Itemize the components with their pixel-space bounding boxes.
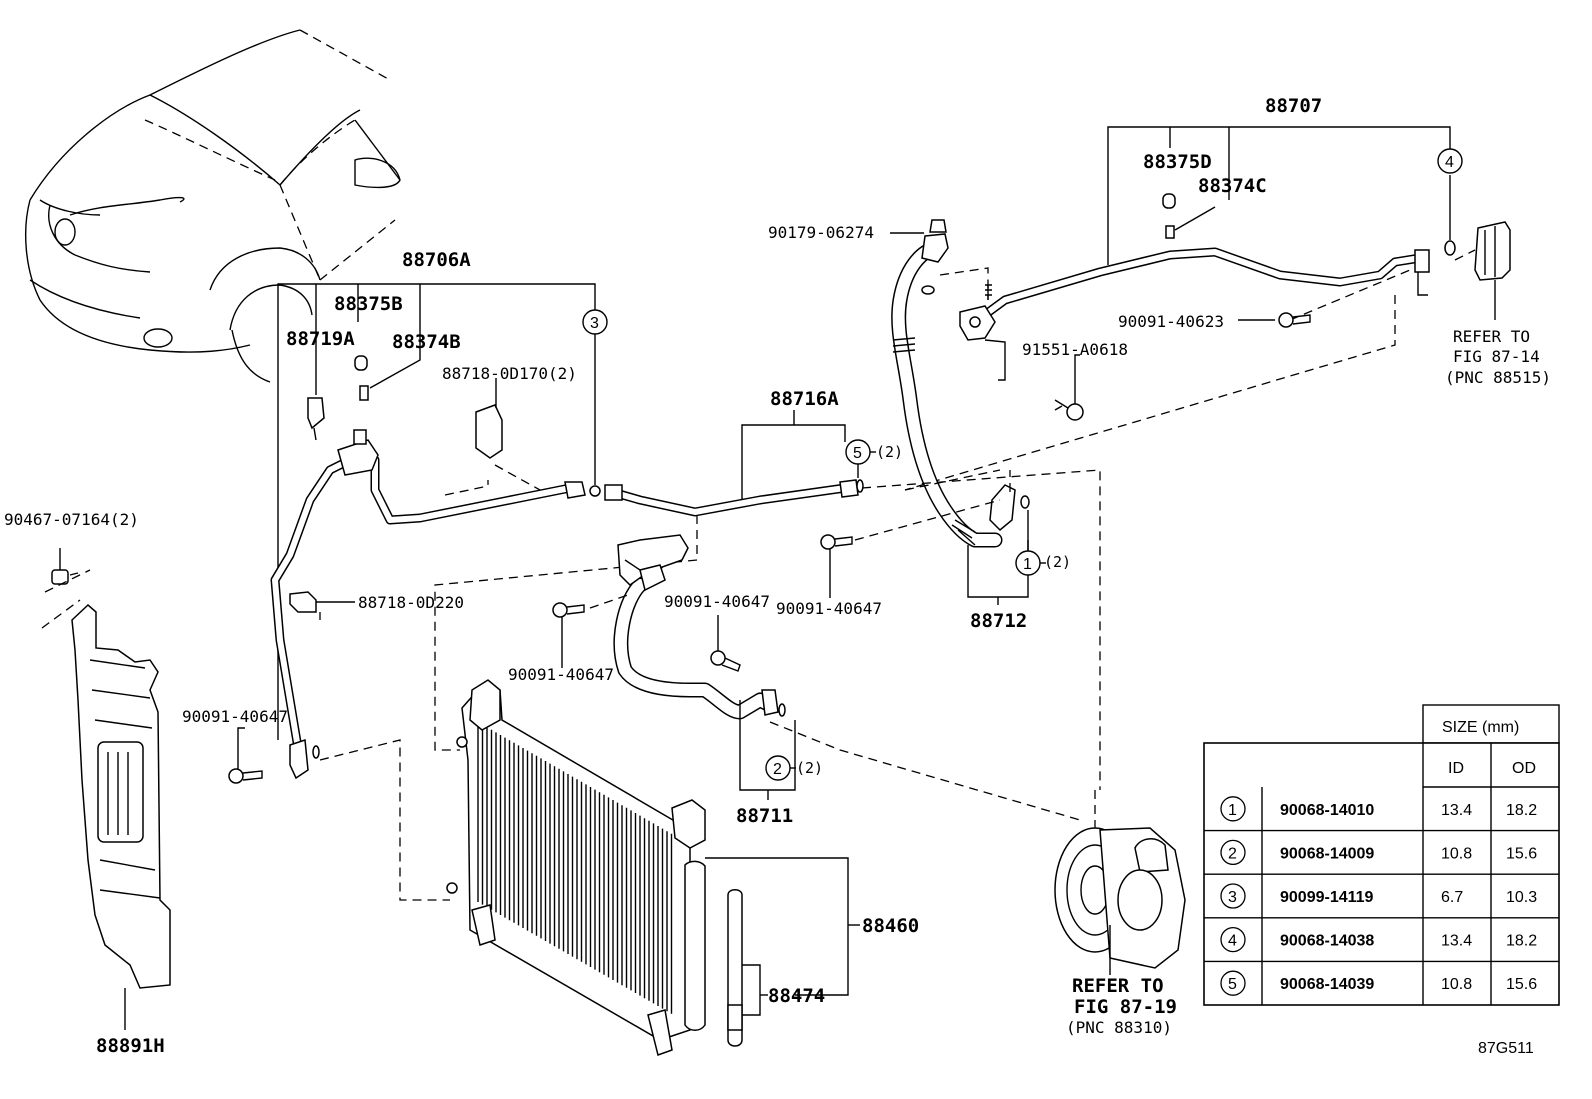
size-table-ref-circle: [1220, 796, 1246, 822]
label-90091-40647-left: 90091-40647: [182, 707, 288, 726]
label-90467-07164: 90467-07164(2): [4, 510, 139, 529]
label-88719A: 88719A: [286, 328, 355, 350]
valve-88374C-icon: [1165, 225, 1175, 239]
hose-88711: 88711 2 (2): [613, 534, 823, 827]
bolt-91551-A0618-icon: 91551-A0618: [1022, 340, 1128, 421]
size-table-id-value: 13.4: [1441, 802, 1472, 819]
label-refer-fig-87-19-c: (PNC 88310): [1066, 1018, 1172, 1037]
label-88891H: 88891H: [96, 1035, 165, 1057]
size-table-od-value: 18.2: [1506, 802, 1537, 819]
label-refer-fig-87-19-b: FIG 87-19: [1074, 996, 1177, 1018]
qty-circle-1: (2): [1044, 553, 1071, 571]
label-88711: 88711: [736, 805, 793, 827]
size-table: SIZE (mm) ID OD 1 90068-14010 13.4 18.2 2 900…: [1203, 704, 1560, 1006]
size-table-col-od: OD: [1512, 760, 1536, 777]
size-table-ref-circle: [1220, 839, 1246, 866]
ref-circle-3: [582, 309, 608, 335]
label-88375D: 88375D: [1143, 151, 1212, 173]
size-table-ref: 5: [1228, 976, 1237, 993]
size-table-ref: 4: [1228, 933, 1237, 950]
callout-88707: 88707 88375D 88374C 4: [1107, 95, 1463, 265]
size-table-id-value: 6.7: [1441, 889, 1463, 906]
callout-88706A: 88706A 88375B 88719A 88374B 88718-0D170(…: [277, 249, 608, 740]
size-table-part-number: 90068-14010: [1280, 802, 1374, 819]
size-table-od-value: 15.6: [1506, 845, 1537, 862]
size-table-part-number: 90068-14038: [1280, 933, 1374, 950]
pipe-88716A: 88716A 5 (2): [434, 388, 903, 751]
label-88718-0D170: 88718-0D170(2): [442, 364, 577, 383]
pressure-sensor-88719A-icon: [307, 397, 325, 430]
label-88375B: 88375B: [334, 293, 403, 315]
label-88460: 88460: [862, 915, 919, 937]
size-table-ref: 2: [1228, 845, 1237, 862]
size-table-ref: 3: [1228, 889, 1237, 906]
size-table-od-value: 10.3: [1506, 889, 1537, 906]
label-refer-fig-87-19-a: REFER TO: [1072, 975, 1164, 997]
ref-circle-1-label: 1: [1023, 556, 1032, 573]
size-table-part-number: 90099-14119: [1280, 889, 1374, 906]
clamp-88718-0D220-icon: [289, 591, 317, 613]
label-90091-40647-hose: 90091-40647: [664, 592, 770, 611]
size-table-ref: 1: [1228, 802, 1237, 819]
size-table-od-value: 18.2: [1506, 933, 1537, 950]
ref-circle-4-label: 4: [1445, 154, 1454, 171]
ref-circle-2-label: 2: [773, 761, 782, 778]
bolt-90091-40647-hose-icon: 90091-40647: [664, 592, 770, 672]
vehicle-outline-illustration: [24, 29, 401, 383]
label-88706A: 88706A: [402, 249, 471, 271]
qty-circle-5: (2): [876, 443, 903, 461]
label-90091-40647-right: 90091-40647: [776, 599, 882, 618]
ref-circle-4: [1437, 148, 1463, 174]
clamp-88718-0D170-icon: [475, 404, 503, 459]
label-90091-40647-mid: 90091-40647: [508, 665, 614, 684]
pipe-88706A: 88718-0D220: [270, 355, 601, 780]
bolt-90091-40647-right-icon: 90091-40647: [776, 499, 1001, 618]
label-90091-40623: 90091-40623: [1118, 312, 1224, 331]
valve-88374B-icon: [359, 385, 369, 401]
size-table-ref-circle: [1220, 883, 1246, 909]
label-refer-fig-87-14-c: (PNC 88515): [1445, 368, 1551, 387]
condenser-88460: 88460 88474: [446, 679, 919, 1056]
hose-88712: 88712 1 (2): [891, 219, 1071, 632]
label-90179-06274: 90179-06274: [768, 223, 874, 242]
expansion-valve-illustration: REFER TO FIG 87-14 (PNC 88515): [1445, 221, 1551, 387]
bolt-90091-40623-icon: 90091-40623: [1118, 312, 1311, 331]
label-88716A: 88716A: [770, 388, 839, 410]
size-table-part-number: 90068-14009: [1280, 845, 1374, 862]
compressor-illustration: REFER TO FIG 87-19 (PNC 88310): [1054, 827, 1186, 1037]
size-table-id-value: 10.8: [1441, 845, 1472, 862]
size-table-ref-circle: [1220, 970, 1246, 996]
size-table-part-number: 90068-14039: [1280, 976, 1374, 993]
label-refer-fig-87-14-b: FIG 87-14: [1453, 347, 1540, 366]
qty-circle-2: (2): [796, 759, 823, 777]
size-table-ref-circle: [1220, 926, 1246, 953]
label-88474: 88474: [768, 985, 825, 1007]
label-88718-0D220: 88718-0D220: [358, 593, 464, 612]
size-table-id-value: 10.8: [1441, 976, 1472, 993]
bolt-90091-40647-mid-icon: 90091-40647: [508, 594, 629, 684]
ref-circle-3-label: 3: [590, 315, 599, 332]
label-91551-A0618: 91551-A0618: [1022, 340, 1128, 359]
cap-88375B-icon: [354, 355, 368, 371]
size-table-id-value: 13.4: [1441, 933, 1472, 950]
bracket-88891H: 90467-07164(2) 88891H: [4, 510, 171, 1057]
label-88712: 88712: [970, 610, 1027, 632]
ref-circle-5-label: 5: [853, 445, 862, 462]
label-88707: 88707: [1265, 95, 1322, 117]
size-table-header: SIZE (mm): [1442, 719, 1519, 736]
label-88374B: 88374B: [392, 331, 461, 353]
label-88374C: 88374C: [1198, 175, 1267, 197]
pipe-88707: [904, 193, 1476, 491]
cap-88375D-icon: [1162, 193, 1176, 209]
bolt-90091-40647-left-icon: 90091-40647: [182, 707, 288, 784]
label-refer-fig-87-14-a: REFER TO: [1453, 327, 1530, 346]
size-table-od-value: 15.6: [1506, 976, 1537, 993]
figure-code: 87G511: [1478, 1040, 1534, 1057]
size-table-col-id: ID: [1448, 760, 1464, 777]
